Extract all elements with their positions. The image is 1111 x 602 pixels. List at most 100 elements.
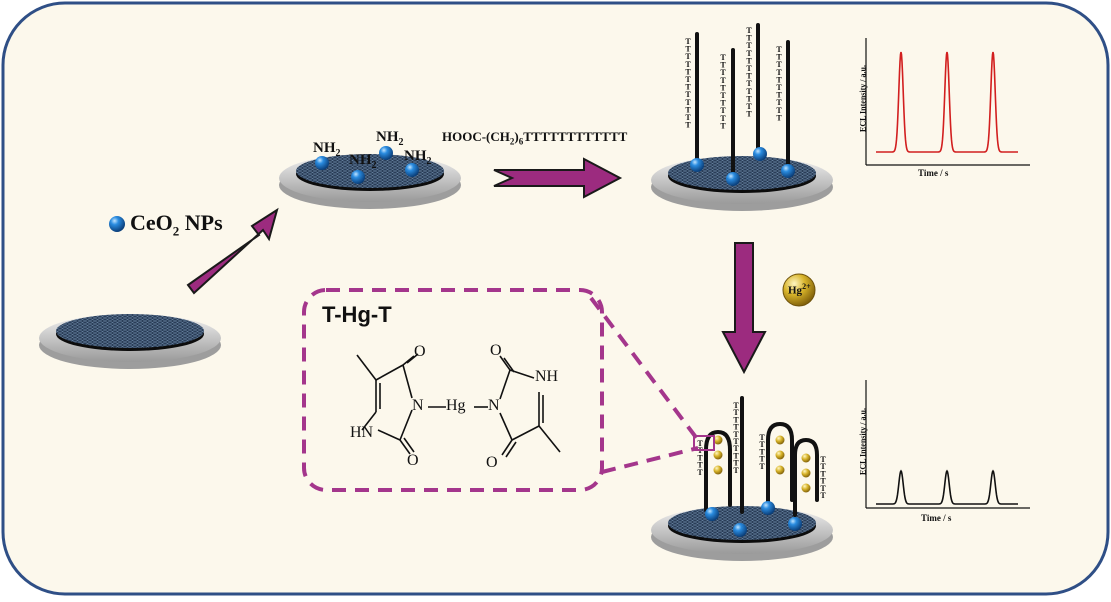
thymine-base-d: T: [776, 68, 782, 77]
thymine-base-b: T: [720, 91, 726, 100]
ecl-plot-top-axes: [865, 38, 1030, 166]
atom-hn-left: HN: [350, 424, 374, 441]
hairpin-strands: [704, 396, 819, 517]
thymine-base-a: T: [685, 121, 691, 130]
thymine-structure: [356, 353, 561, 458]
hg-bridges: [713, 435, 811, 493]
ecl-curve-high: [876, 51, 1018, 153]
ecl-plot-bottom-axes: [865, 380, 1030, 509]
thymine-base-e: T: [697, 453, 703, 462]
thymine-base-b: T: [720, 99, 726, 108]
amine-electrode: [279, 154, 461, 209]
thymine-base-h: T: [820, 462, 826, 471]
thymine-base-a: T: [685, 75, 691, 84]
atom-n-right: N: [488, 397, 500, 414]
thymine-base-c: T: [746, 79, 752, 88]
zoom-box: [302, 288, 604, 492]
thymine-base-a: T: [685, 45, 691, 54]
thymine-base-a: T: [685, 60, 691, 69]
thymine-base-b: T: [720, 76, 726, 85]
ceo2-legend-ball: [109, 216, 125, 232]
thymine-base-d: T: [776, 91, 782, 100]
thymine-base-b: T: [720, 68, 726, 77]
thymine-base-a: T: [685, 90, 691, 99]
thymine-base-f: T: [733, 466, 739, 475]
ceo2-label: CeO2 NPs: [130, 210, 223, 239]
amine-label-1: NH2: [313, 140, 341, 159]
thymine-base-g: T: [759, 455, 765, 464]
thymine-base-c: T: [746, 72, 752, 81]
thymine-base-d: T: [776, 106, 782, 115]
thymine-base-c: T: [746, 87, 752, 96]
thymine-base-c: T: [746, 34, 752, 43]
dna-probe-strands: [695, 23, 790, 176]
bare-electrode: [39, 314, 221, 369]
atom-n-left: N: [412, 397, 424, 414]
thymine-base-c: T: [746, 41, 752, 50]
amine-label-3: NH2: [376, 129, 404, 148]
arrow-right: [493, 157, 623, 199]
thymine-base-d: T: [776, 45, 782, 54]
thymine-base-b: T: [720, 53, 726, 62]
thymine-base-c: T: [746, 26, 752, 35]
atom-nh-right: NH: [535, 368, 559, 385]
thymine-base-h: T: [820, 484, 826, 493]
thymine-base-c: T: [746, 49, 752, 58]
arrow-diagonal: [186, 207, 279, 295]
arrow-down: [721, 242, 767, 375]
thymine-base-f: T: [733, 444, 739, 453]
thymine-base-e: T: [697, 439, 703, 448]
thymine-base-b: T: [720, 114, 726, 123]
ceo2-np-cluster-3: [705, 501, 802, 537]
ecl-curve-low: [876, 469, 1018, 505]
thymine-base-d: T: [776, 53, 782, 62]
thymine-base-g: T: [759, 440, 765, 449]
thymine-base-c: T: [746, 102, 752, 111]
thymine-base-d: T: [776, 83, 782, 92]
thymine-base-d: T: [776, 113, 782, 122]
thymine-base-g: T: [759, 447, 765, 456]
thymine-base-f: T: [733, 430, 739, 439]
zoom-target: [693, 435, 715, 451]
thymine-base-c: T: [746, 64, 752, 73]
plot-bottom-ylabel: ECL Intensity / a.u.: [858, 408, 868, 475]
ceo2-np-cluster-2: [690, 147, 795, 186]
thymine-base-a: T: [685, 52, 691, 61]
hg-ion-label: Hg2+: [788, 282, 811, 297]
thymine-base-a: T: [685, 37, 691, 46]
thymine-base-g: T: [759, 433, 765, 442]
zoom-line-top: [589, 296, 700, 442]
thymine-base-d: T: [776, 98, 782, 107]
thymine-base-a: T: [685, 83, 691, 92]
thymine-base-h: T: [820, 491, 826, 500]
ceo2-np-cluster-1: [315, 146, 419, 184]
thymine-base-b: T: [720, 106, 726, 115]
thymine-base-f: T: [733, 451, 739, 460]
thymine-base-d: T: [776, 75, 782, 84]
thymine-base-f: T: [733, 423, 739, 432]
thymine-base-b: T: [720, 121, 726, 130]
thymine-base-c: T: [746, 110, 752, 119]
amine-label-2: NH2: [349, 152, 377, 171]
thymine-base-h: T: [820, 469, 826, 478]
plot-bottom-xlabel: Time / s: [921, 513, 952, 523]
thymine-base-b: T: [720, 61, 726, 70]
thymine-base-h: T: [820, 455, 826, 464]
thymine-base-f: T: [733, 459, 739, 468]
plot-top-xlabel: Time / s: [918, 168, 949, 178]
thymine-base-a: T: [685, 67, 691, 76]
zoom-line-bottom: [601, 446, 699, 474]
thymine-base-e: T: [697, 468, 703, 477]
thg-title: T-Hg-T: [322, 302, 392, 327]
hg-ion-sphere: [782, 273, 816, 307]
plot-top-ylabel: ECL Intensity / a.u.: [858, 65, 868, 132]
thymine-base-f: T: [733, 408, 739, 417]
thymine-base-f: T: [733, 415, 739, 424]
thymine-base-g: T: [759, 462, 765, 471]
thymine-base-a: T: [685, 113, 691, 122]
linker-label: HOOC-(CH2)6TTTTTTTTTTTT: [442, 129, 628, 147]
thymine-base-c: T: [746, 94, 752, 103]
atom-o-right-top: O: [490, 342, 502, 359]
atom-o-right-bottom: O: [486, 454, 498, 471]
